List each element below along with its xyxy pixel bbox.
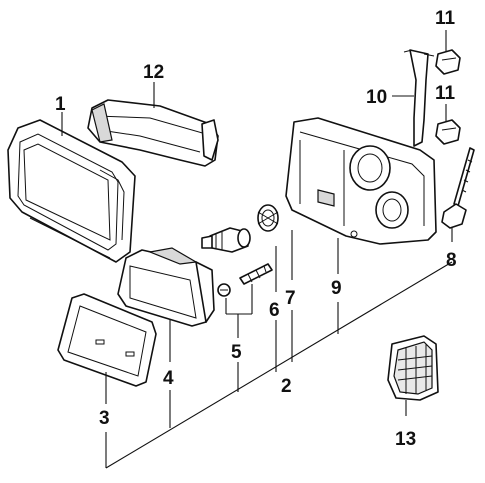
adjusting-nut[interactable] (257, 204, 279, 232)
callout-1: 1 (55, 94, 66, 115)
mounting-bracket[interactable] (285, 117, 437, 245)
callout-12: 12 (143, 62, 164, 83)
grille-extension[interactable] (87, 99, 219, 167)
adjuster[interactable] (441, 147, 475, 229)
callout-10: 10 (366, 87, 387, 108)
callout-8: 8 (446, 250, 457, 271)
sealed-beam-headlamp[interactable] (117, 247, 215, 327)
callout-11-upper: 11 (435, 8, 456, 29)
callout-labels: 1 2 3 4 5 6 7 8 9 10 11 11 12 13 (55, 8, 457, 450)
mounting-screws[interactable] (217, 263, 273, 297)
clip-lower[interactable] (435, 119, 461, 145)
clip-upper[interactable] (435, 49, 461, 75)
callout-4: 4 (163, 368, 174, 389)
side-marker-lamp[interactable] (387, 335, 439, 401)
callout-2: 2 (281, 376, 292, 397)
leader-lines (61, 30, 453, 469)
support-brace[interactable] (403, 49, 435, 147)
headlamp-bezel[interactable] (7, 119, 136, 263)
callout-3: 3 (99, 408, 110, 429)
callout-6: 6 (269, 300, 280, 321)
callout-11-lower: 11 (435, 83, 456, 104)
callout-13: 13 (395, 429, 416, 450)
callout-5: 5 (231, 342, 242, 363)
callout-7: 7 (285, 288, 296, 309)
headlamp-retaining-ring[interactable] (57, 293, 157, 387)
bulb-socket[interactable] (201, 227, 251, 253)
callout-9: 9 (331, 278, 342, 299)
